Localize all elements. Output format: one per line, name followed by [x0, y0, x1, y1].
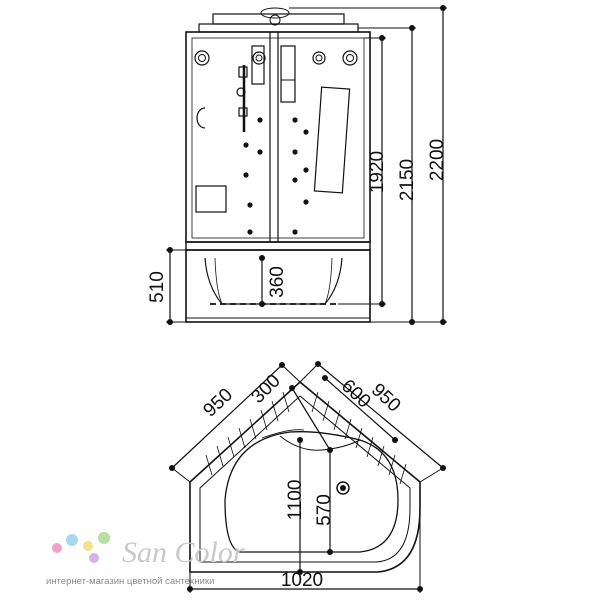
dim-1920-line: [338, 35, 386, 307]
dim-950-left-line: [169, 362, 301, 483]
dim-2200-line: [289, 5, 447, 325]
brand-tagline: интернет-магазин цветной сантехники: [46, 576, 214, 587]
watermark-logo: San Color интернет-магазин цветной санте…: [46, 532, 245, 587]
hatching-left: [205, 391, 290, 476]
dim-width: 1020: [281, 570, 323, 591]
logo-dot: [89, 553, 99, 563]
dim-2150-line: [358, 25, 416, 325]
dim-600-line: [322, 375, 398, 443]
dim-height-1920: 1920: [367, 151, 388, 193]
front-view: 510 360 1920 2150: [147, 5, 448, 325]
dim-side-right: 950: [367, 379, 405, 416]
brand-name: San Color: [122, 536, 245, 569]
dim-570-line: [327, 450, 333, 555]
dim-height-2200: 2200: [427, 139, 448, 181]
dim-1020-line: [187, 510, 423, 593]
drain-icon: [336, 481, 350, 495]
dim-510-line: [166, 247, 190, 325]
hatching-right: [311, 391, 407, 485]
dim-300-line: [289, 385, 333, 453]
shower-rail: [236, 65, 248, 132]
inner-basin: [224, 431, 399, 553]
control-panels: [251, 45, 296, 103]
shower-tray: [185, 241, 371, 323]
tray-outline: [189, 380, 421, 573]
mirror: [313, 86, 351, 194]
logo-dot: [83, 541, 93, 551]
ceiling-dome: [198, 7, 359, 33]
side-fixture: [196, 107, 206, 129]
dim-depth: 1100: [285, 480, 306, 521]
logo-dots: [52, 532, 110, 563]
dim-height-2150: 2150: [397, 159, 418, 201]
seat: [195, 185, 227, 213]
logo-dot: [52, 543, 62, 553]
dim-tray-height: 510: [147, 271, 168, 303]
ceiling-lamps: [194, 50, 358, 66]
dim-360-line: [259, 255, 265, 307]
dim-1100-line: [297, 437, 303, 575]
massage-jets: [243, 117, 309, 235]
dim-drain: 570: [314, 494, 335, 526]
logo-dot: [98, 532, 110, 544]
dim-tray-depth: 360: [267, 266, 288, 298]
logo-dot: [66, 534, 78, 546]
dim-side-left: 950: [199, 384, 237, 421]
dim-inner-left: 300: [247, 370, 284, 407]
dim-950-right-line: [299, 361, 446, 483]
